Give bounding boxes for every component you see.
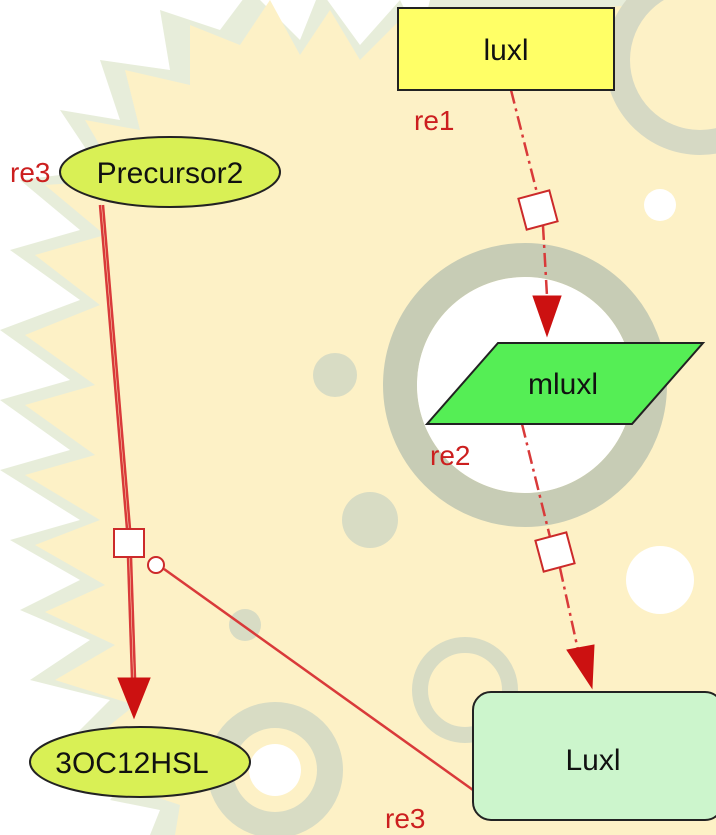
molecule-ellipse[interactable] [59,136,281,208]
catalysis-edge-re3[interactable] [163,567,481,797]
gene-box[interactable] [397,7,615,91]
reaction-label-re1: re1 [414,105,454,136]
node-precursor2[interactable]: Precursor2 [59,136,281,208]
reaction-label-re2: re2 [430,440,470,471]
node-label-3oc12hsl: 3OC12HSL [55,747,208,780]
node-3oc12hsl[interactable]: 3OC12HSL [29,726,251,798]
arrowhead-re1 [532,295,562,338]
node-luxl-protein[interactable]: Luxl [472,691,716,821]
arrowhead-re3 [117,677,151,720]
reaction-label-re3-left: re3 [10,157,50,188]
node-label-precursor2: Precursor2 [97,157,244,190]
reaction-re1[interactable] [509,89,562,338]
node-label-luxl: luxl [483,34,528,67]
process-node-re2[interactable] [534,531,576,573]
molecule-ellipse[interactable] [29,726,251,798]
reaction-re3[interactable] [98,204,481,797]
node-label-mluxl: mluxl [528,368,598,401]
reaction-re2[interactable] [520,423,595,690]
protein-box[interactable] [472,691,716,821]
node-luxl-gene[interactable]: luxl [397,7,615,91]
process-node-re1[interactable] [517,189,559,231]
process-node-re3[interactable] [113,528,145,558]
rna-parallelogram[interactable] [424,342,706,425]
arrowhead-re2 [566,644,595,690]
catalysis-circle [147,556,165,574]
reaction-label-re3-bottom: re3 [385,803,425,834]
node-label-luxl-protein: Luxl [565,744,620,777]
node-mluxl[interactable]: mluxl [424,342,706,425]
